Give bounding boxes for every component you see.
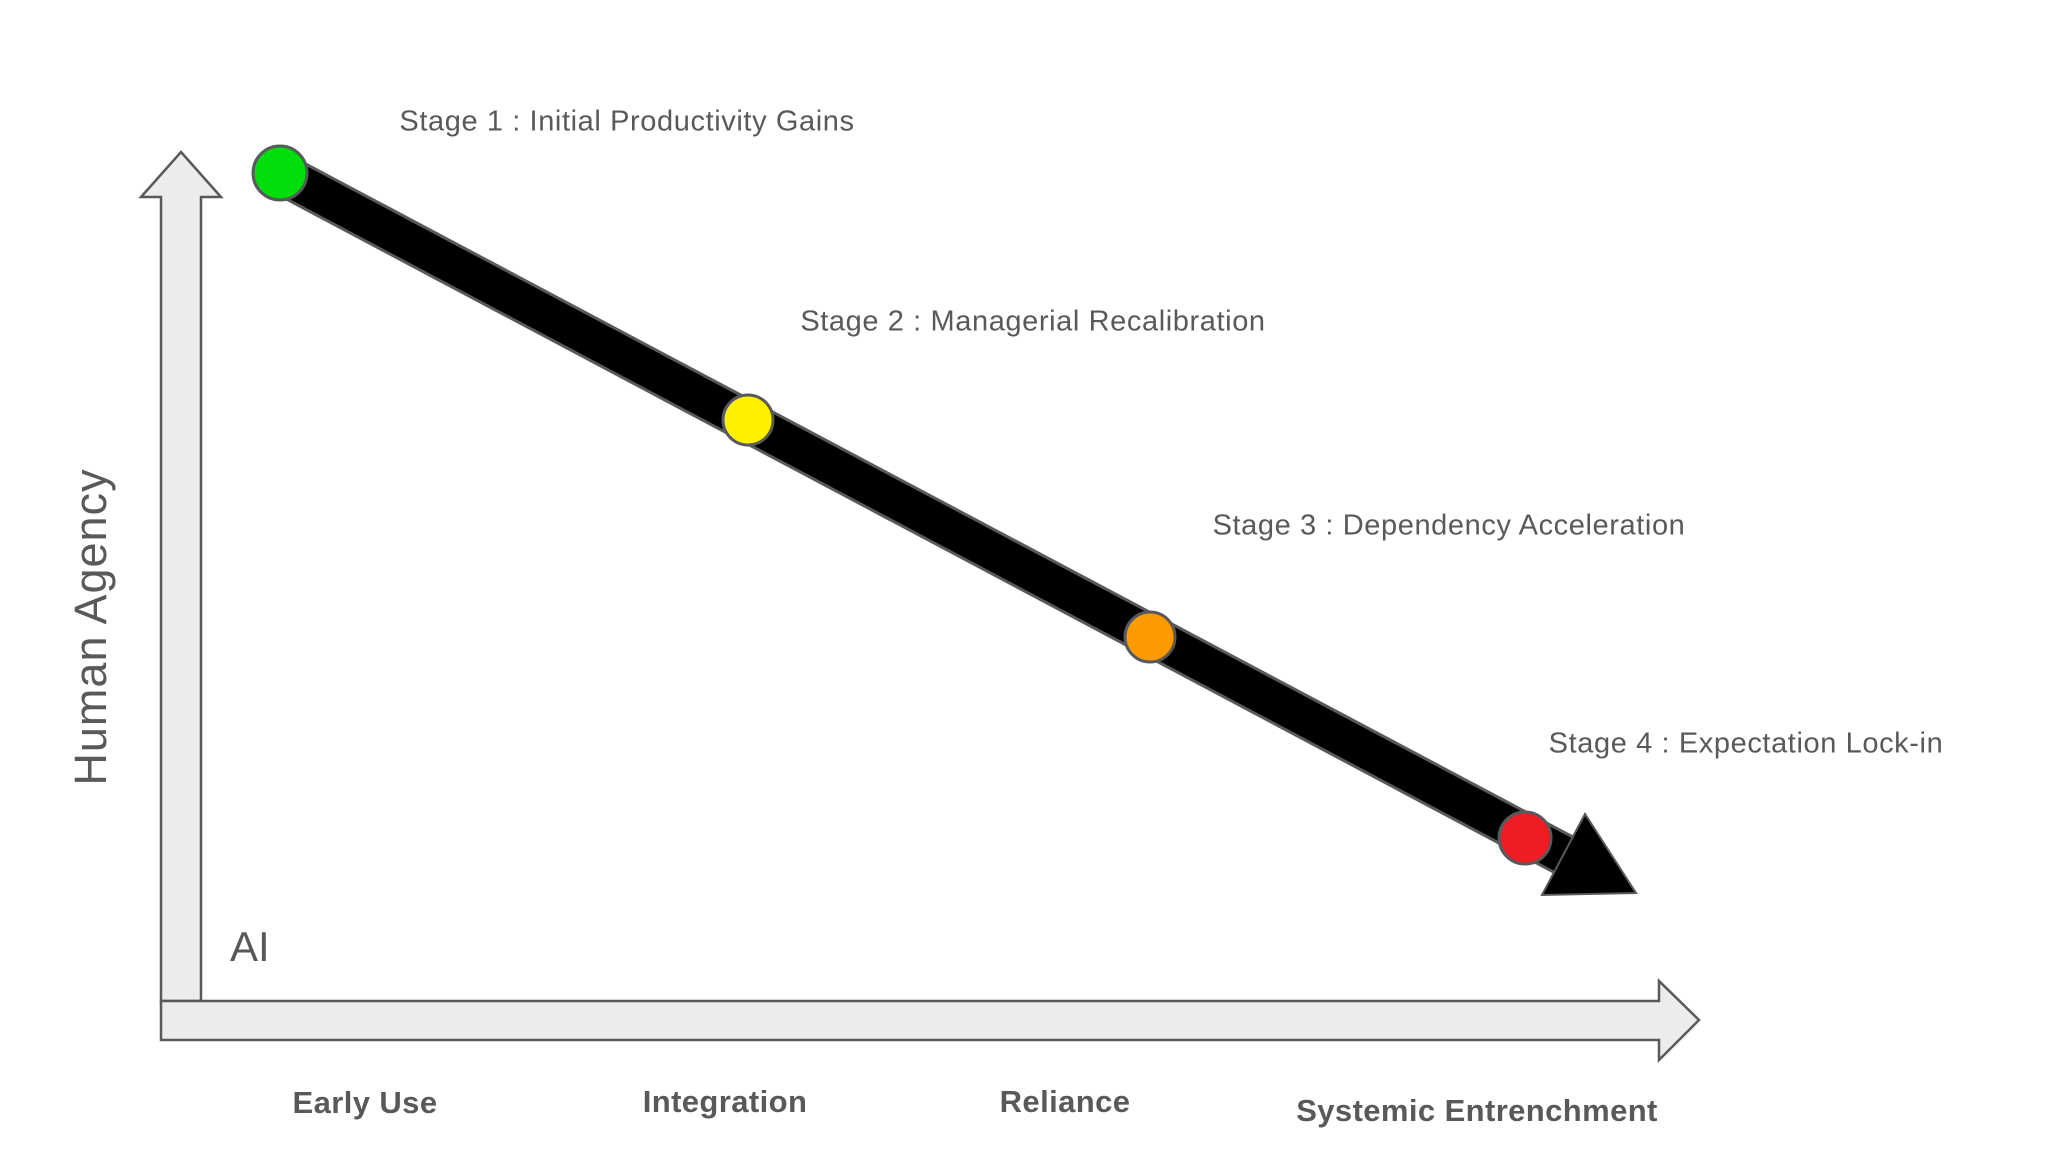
x-category-reliance: Reliance [999,1084,1131,1119]
stage-2-dot [721,393,775,447]
x-category-early-use: Early Use [292,1085,438,1120]
stage-1-dot [251,144,309,202]
trend-arrowhead [1540,812,1638,897]
stage-3-label: Stage 3 : Dependency Acceleration [1212,509,1686,542]
trend-arrow [269,154,1638,897]
x-axis-origin-label: AI [230,923,270,970]
stage-1-label: Stage 1 : Initial Productivity Gains [399,105,855,138]
trend-arrow-shaft [271,156,1575,873]
stage-2-label: Stage 2 : Managerial Recalibration [800,305,1266,338]
x-category-integration: Integration [642,1084,808,1119]
stage-3-dot [1123,610,1177,664]
x-axis-arrow [159,978,1701,1064]
y-axis-label: Human Agency [65,468,116,786]
y-axis-arrow [138,150,224,1003]
stage-4-label: Stage 4 : Expectation Lock-in [1548,727,1944,760]
stage-4-dot [1497,810,1553,866]
x-category-systemic-entrenchment: Systemic Entrenchment [1296,1093,1658,1128]
